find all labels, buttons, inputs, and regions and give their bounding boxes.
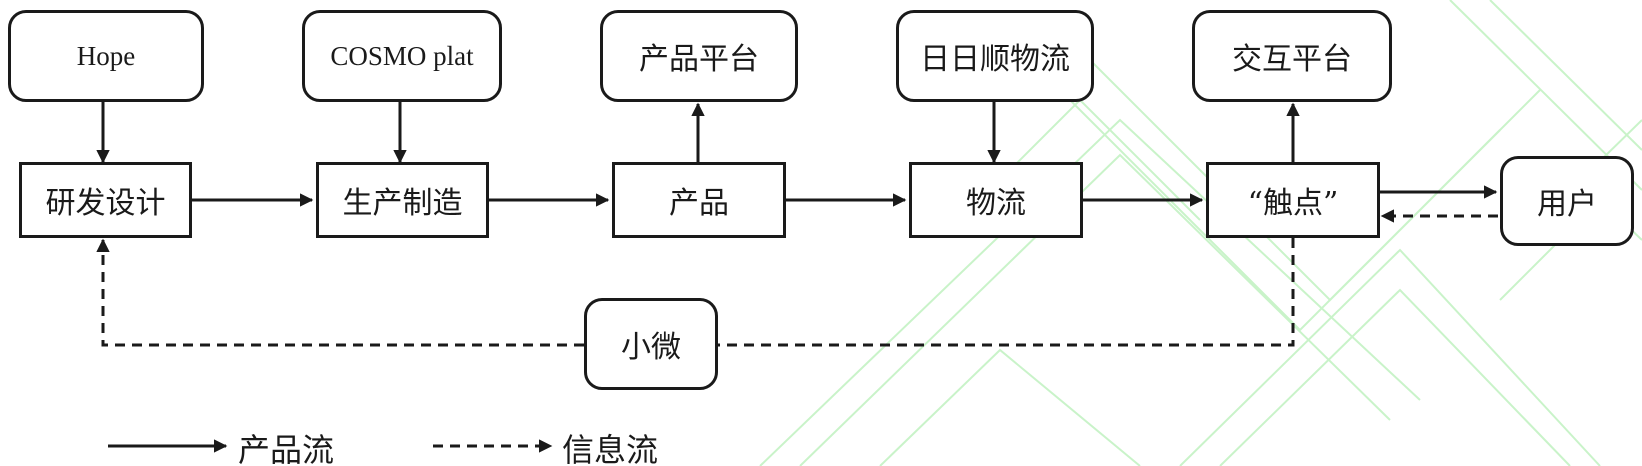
node-xiaowei-label: 小微 [621,330,681,365]
node-interaction-platform: 交互平台 [1192,10,1392,102]
node-rrs-logistics: 日日顺物流 [896,10,1094,102]
node-touchpoint: “触点” [1206,162,1380,238]
node-manufacturing: 生产制造 [316,162,489,238]
node-xiaowei: 小微 [584,298,718,390]
node-user-label: 用户 [1537,187,1597,222]
arrow-xiaowei-to-rd [96,238,584,347]
node-product-platform-label: 产品平台 [639,42,759,77]
node-user: 用户 [1500,156,1634,246]
legend-info-flow-label: 信息流 [562,431,659,466]
node-rd-design: 研发设计 [19,162,192,238]
node-product-platform: 产品平台 [600,10,798,102]
node-rrs-logistics-label: 日日顺物流 [920,42,1070,77]
node-logistics-label: 物流 [966,186,1026,221]
node-cosmo-plat-label: COSMO plat [330,40,474,71]
node-rd-design-label: 研发设计 [45,186,166,221]
node-hope: Hope [8,10,204,102]
info-line-touchpoint-to-xiaowei [718,238,1295,347]
node-hope-label: Hope [76,40,136,71]
node-logistics: 物流 [909,162,1083,238]
node-product-label: 产品 [669,186,729,221]
node-product: 产品 [612,162,786,238]
node-interaction-platform-label: 交互平台 [1232,42,1352,77]
node-manufacturing-label: 生产制造 [342,186,463,221]
node-cosmo-plat: COSMO plat [302,10,502,102]
legend-product-flow-label: 产品流 [238,431,335,466]
node-touchpoint-label: “触点” [1247,186,1339,221]
